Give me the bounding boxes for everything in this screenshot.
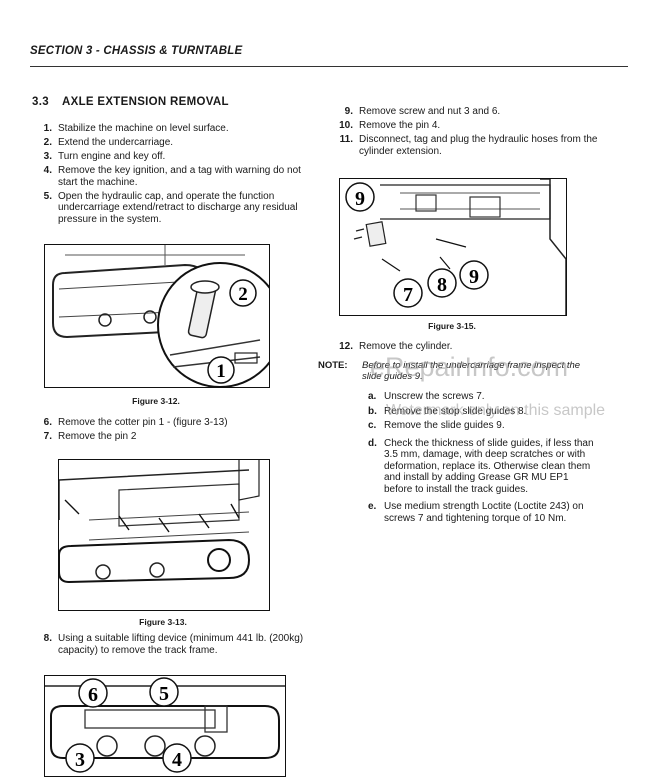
substep-item: a.Unscrew the screws 7. [368,391,485,402]
step-item: 7.Remove the pin 2 [43,431,137,442]
step-item: 5.Open the hydraulic cap, and operate th… [43,190,298,225]
steps-list-2: 6.Remove the cotter pin 1 - (figure 3-13… [36,417,304,445]
steps-list-5: 12.Remove the cylinder. [337,341,605,355]
note-label: NOTE: [318,360,348,371]
steps-list-4: 9.Remove screw and nut 3 and 6. 10.Remov… [337,106,605,160]
note-block: NOTE: Before to install the undercarriag… [318,360,608,386]
step-item: 8.Using a suitable lifting device (minim… [43,633,304,656]
callout-5: 5 [159,683,169,705]
callout-8: 8 [437,274,447,296]
callout-9-bottom: 9 [469,266,479,288]
callout-1: 1 [216,361,226,382]
step-item: 11.Disconnect, tag and plug the hydrauli… [339,134,598,157]
callout-9-top: 9 [355,188,365,210]
step-item: 3.Turn engine and key off. [43,151,166,162]
figure-3-13-illustration [58,459,270,611]
section-title-text: AXLE EXTENSION REMOVAL [62,96,229,108]
step-item: 9.Remove screw and nut 3 and 6. [344,106,501,117]
figure-3-15-illustration: 9 7 8 9 [339,178,567,316]
step-item: 12.Remove the cylinder. [339,341,453,352]
figure-3-12-illustration: 2 1 [44,244,270,388]
figure-3-13-caption: Figure 3-13. [139,617,187,627]
step-item: 4.Remove the key ignition, and a tag wit… [43,165,301,188]
substeps-list: a.Unscrew the screws 7. b.Remove the sto… [368,391,594,527]
substep-item: b.Remove the stop slide guides 8. [368,405,527,417]
callout-7: 7 [403,284,413,306]
watermark-site: eRepairInfo.com [370,352,569,382]
header-rule [30,66,628,67]
callout-4: 4 [172,749,182,771]
section-number: 3.3 [32,96,49,108]
steps-list-1: 1.Stabilize the machine on level surface… [36,123,304,228]
figure-3-15-svg: 9 7 8 9 [345,179,566,315]
figure-3-12-svg: 2 1 [52,245,269,387]
substep-item: e.Use medium strength Loctite (Loctite 2… [368,501,584,524]
figure-3-15-caption: Figure 3-15. [428,321,476,331]
step-item: 10.Remove the pin 4. [339,120,441,131]
callout-6: 6 [88,684,98,706]
note-text: Before to install the undercarriage fram… [362,360,581,382]
step-item: 1.Stabilize the machine on level surface… [43,123,229,134]
steps-list-3: 8.Using a suitable lifting device (minim… [36,633,304,659]
figure-3-14-illustration: 6 5 3 4 [44,675,286,777]
callout-2: 2 [238,284,248,305]
watermark-sample: Watermark only on this sample [386,402,606,419]
callout-3: 3 [75,749,85,771]
step-item: 6.Remove the cotter pin 1 - (figure 3-13… [43,417,228,428]
substep-item: c.Remove the slide guides 9. [368,420,505,431]
section-title: 3.3 AXLE EXTENSION REMOVAL [32,96,229,108]
substep-item: d.Check the thickness of slide guides, i… [368,437,594,495]
section-header: SECTION 3 - CHASSIS & TURNTABLE [30,45,243,57]
figure-3-12-caption: Figure 3-12. [132,396,180,406]
figure-3-13-svg [59,460,260,584]
step-item: 2.Extend the undercarriage. [43,137,174,148]
figure-3-14-svg: 6 5 3 4 [45,677,285,773]
